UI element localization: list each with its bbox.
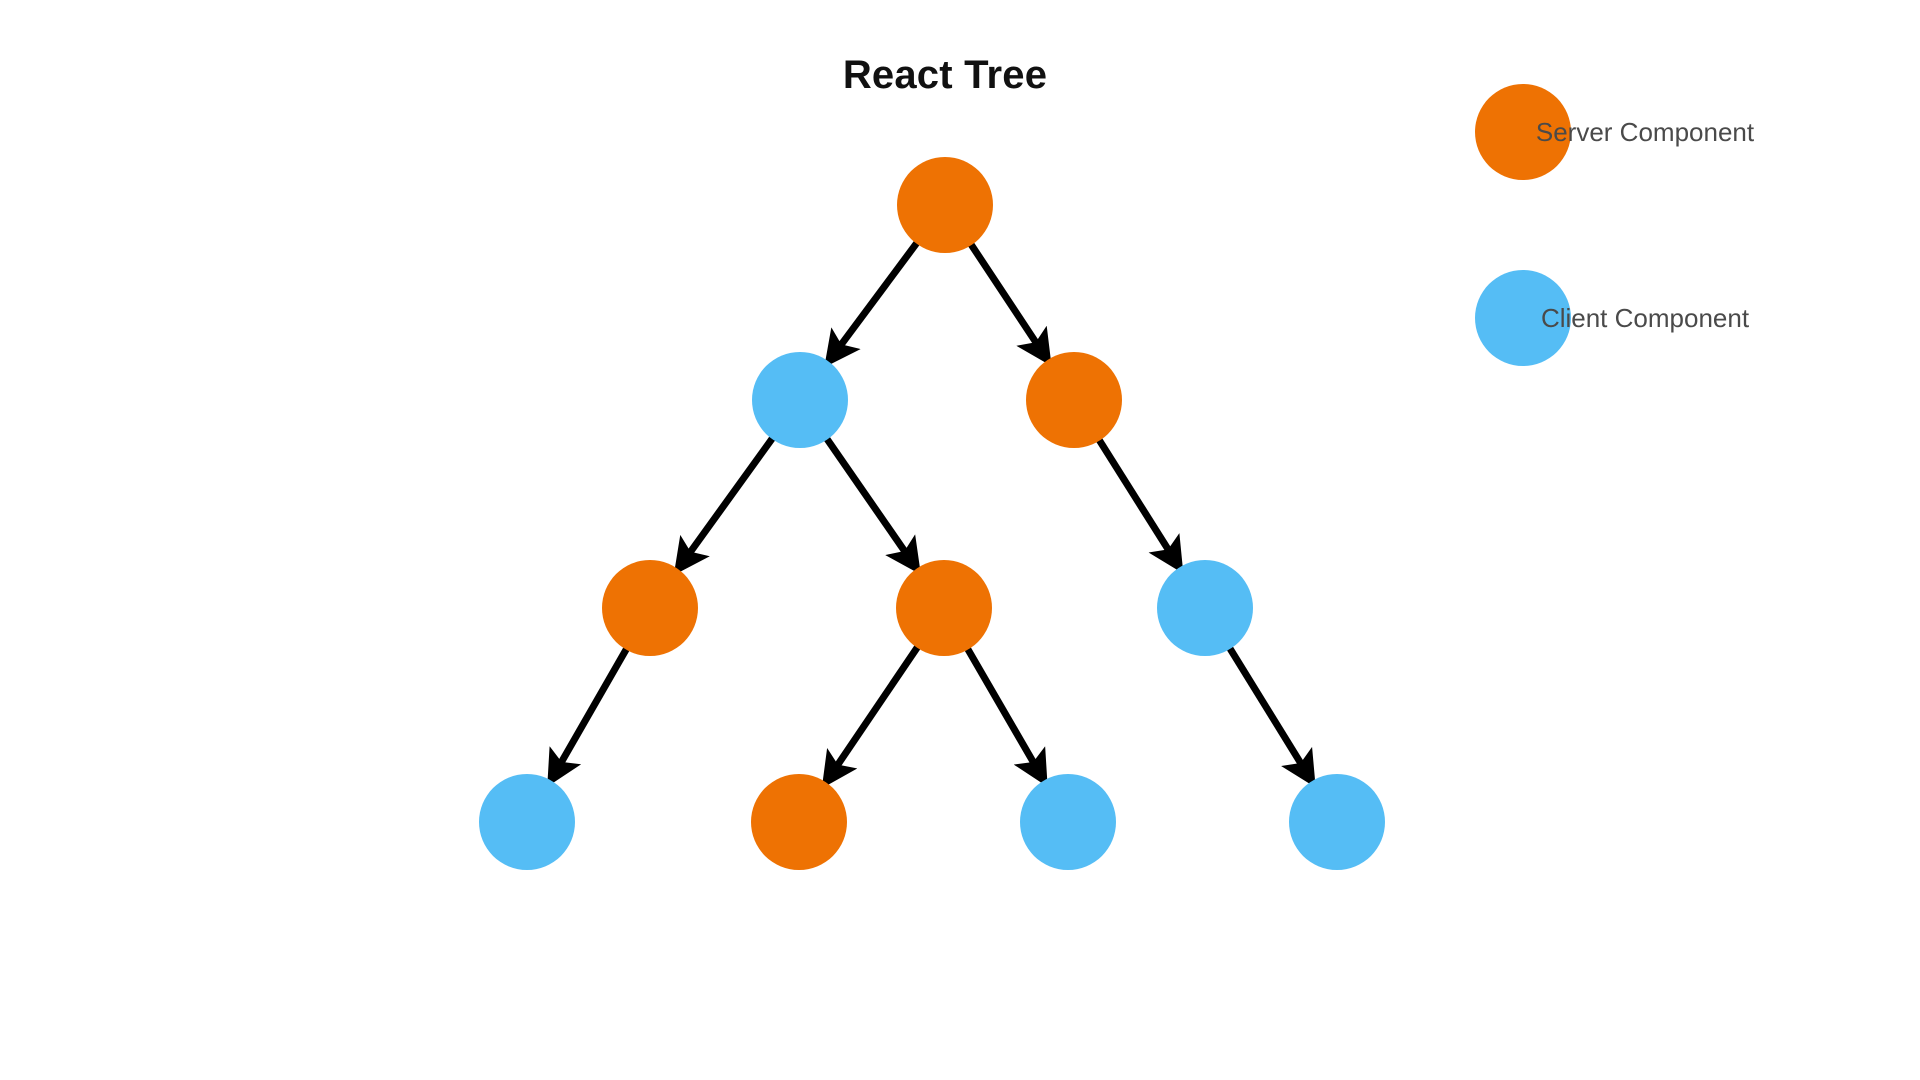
tree-edge (547, 642, 633, 787)
nodes-group (479, 157, 1385, 870)
tree-edge (1224, 641, 1316, 788)
tree-node-n4[interactable] (602, 560, 698, 656)
legend-label-client: Client Component (1541, 303, 1750, 333)
tree-node-n1[interactable] (897, 157, 993, 253)
legend-label-server: Server Component (1536, 117, 1755, 147)
tree-node-n2[interactable] (752, 352, 848, 448)
tree-edge (821, 640, 924, 789)
legend-swatch-client (1475, 270, 1571, 366)
tree-edge (824, 236, 923, 368)
page-title: React Tree (843, 53, 1047, 97)
tree-node-n9[interactable] (1020, 774, 1116, 870)
tree-edge (965, 238, 1052, 367)
tree-edge (962, 642, 1048, 787)
tree-edge (1093, 433, 1184, 574)
edges-group (547, 236, 1316, 789)
tree-node-n3[interactable] (1026, 352, 1122, 448)
tree-node-n7[interactable] (479, 774, 575, 870)
tree-node-n6[interactable] (1157, 560, 1253, 656)
tree-edge (673, 432, 779, 576)
tree-node-n5[interactable] (896, 560, 992, 656)
tree-node-n10[interactable] (1289, 774, 1385, 870)
tree-node-n8[interactable] (751, 774, 847, 870)
legend-swatch-server (1475, 84, 1571, 180)
tree-edge (821, 432, 921, 575)
